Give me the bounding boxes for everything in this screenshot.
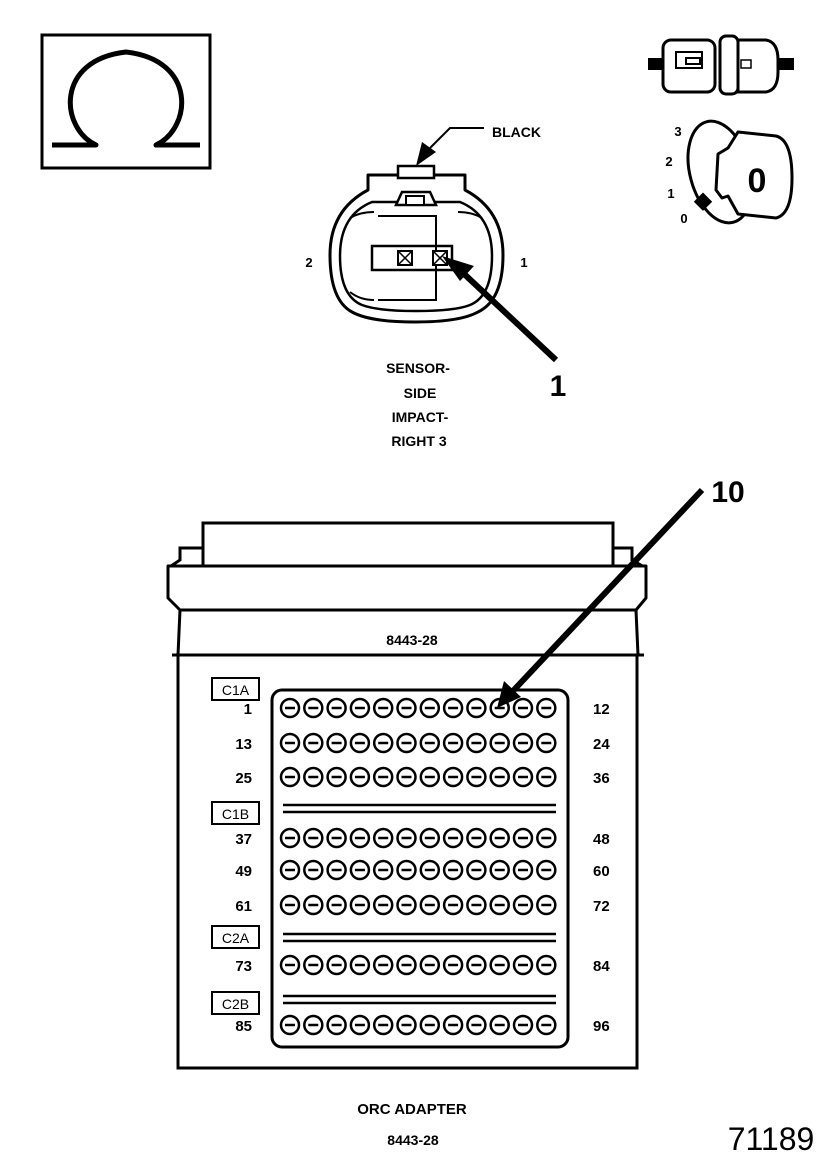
callout-10: 10 bbox=[497, 476, 745, 708]
callout-1-arrow bbox=[459, 269, 559, 363]
adapter-part-number: 8443-28 bbox=[386, 632, 438, 648]
ignition-position-label: 1 bbox=[667, 186, 674, 201]
callout-1: 1 bbox=[442, 256, 566, 403]
section-tag-frame bbox=[211, 677, 260, 701]
adapter-plug-top bbox=[201, 521, 615, 570]
wire-color-callout: BLACK bbox=[416, 124, 541, 166]
ohm-icon bbox=[52, 49, 200, 148]
key-position-marker bbox=[693, 192, 713, 211]
row-end-number: 96 bbox=[593, 1018, 610, 1035]
sensor-caption: SENSOR- SIDE IMPACT- RIGHT 3 bbox=[386, 360, 450, 449]
adapter-caption-name: ORC ADAPTER bbox=[357, 1101, 467, 1118]
row-end-number: 84 bbox=[593, 958, 610, 975]
row-end-number: 48 bbox=[593, 831, 610, 848]
pin-label-1: 1 bbox=[520, 255, 527, 270]
section-tag-frame bbox=[211, 801, 260, 825]
ohmmeter-symbol bbox=[40, 33, 212, 170]
callout-1-number: 1 bbox=[550, 370, 567, 403]
section-tag: C1A bbox=[222, 682, 250, 698]
sensor-connector: 2 1 bbox=[305, 164, 528, 324]
section-tag: C2B bbox=[222, 996, 249, 1012]
section-tag-frame bbox=[211, 925, 260, 949]
sensor-caption-line: SIDE bbox=[404, 385, 437, 401]
section-tag-frame bbox=[211, 991, 260, 1015]
ignition-key bbox=[714, 130, 794, 220]
row-end-number: 24 bbox=[593, 736, 610, 753]
figure-number: 71189 bbox=[728, 1121, 815, 1157]
ignition-switch-icon: 0 3 2 1 0 bbox=[665, 119, 794, 226]
ignition-position-label: 2 bbox=[665, 154, 672, 169]
callout-10-number: 10 bbox=[711, 476, 744, 509]
pin-label-2: 2 bbox=[305, 255, 312, 270]
row-start-number: 1 bbox=[244, 701, 252, 718]
ignition-position-label: 0 bbox=[680, 211, 687, 226]
row-start-number: 85 bbox=[235, 1018, 252, 1035]
key-symbol: 0 bbox=[748, 162, 767, 200]
row-start-number: 49 bbox=[235, 863, 252, 880]
connector-disconnect-icon bbox=[648, 34, 794, 96]
row-end-number: 36 bbox=[593, 770, 610, 787]
row-start-number: 25 bbox=[235, 770, 252, 787]
row-start-number: 61 bbox=[235, 898, 252, 915]
sensor-caption-line: IMPACT- bbox=[392, 409, 449, 425]
section-tag: C1B bbox=[222, 806, 249, 822]
row-end-number: 60 bbox=[593, 863, 610, 880]
row-start-number: 37 bbox=[235, 831, 252, 848]
callout-10-arrow bbox=[509, 487, 705, 695]
wire-color-label: BLACK bbox=[492, 124, 541, 140]
ohm-frame bbox=[40, 33, 212, 170]
section-tag: C2A bbox=[222, 930, 250, 946]
sensor-caption-line: RIGHT 3 bbox=[391, 433, 446, 449]
row-start-number: 73 bbox=[235, 958, 252, 975]
connector-cavity bbox=[338, 200, 494, 313]
row-start-number: 13 bbox=[235, 736, 252, 753]
adapter-caption-part: 8443-28 bbox=[387, 1132, 439, 1148]
sensor-caption-line: SENSOR- bbox=[386, 360, 450, 376]
ignition-position-label: 3 bbox=[674, 124, 681, 139]
connector-lock-tab bbox=[396, 164, 436, 180]
row-end-number: 72 bbox=[593, 898, 610, 915]
row-end-number: 12 bbox=[593, 701, 610, 718]
